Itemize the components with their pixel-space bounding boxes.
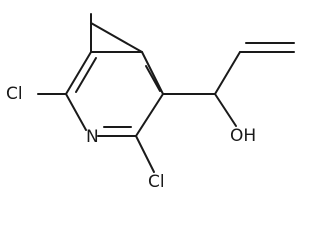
ring-bond-c5-c6 xyxy=(135,93,164,137)
chemical-structure-diagram: Cl N Cl OH xyxy=(6,13,295,192)
chlorine-right-bond xyxy=(135,135,155,173)
chlorine-right-label: Cl xyxy=(148,172,165,192)
side-chain-bond-oh xyxy=(214,93,237,127)
chlorine-left-label: Cl xyxy=(6,84,23,104)
ring-bond-c2-c3 xyxy=(65,51,92,95)
ring-bond-c4-c5-inner xyxy=(145,65,161,92)
vinyl-single-bond xyxy=(214,51,241,95)
nitrogen-label: N xyxy=(86,127,99,147)
ring-bond-n-c2 xyxy=(65,93,87,131)
ring-bond-c2-c3-inner xyxy=(75,57,97,93)
ring-bond-c3-c4 xyxy=(90,22,143,53)
ring-bond-c4-c5 xyxy=(141,51,164,95)
hydroxyl-label: OH xyxy=(230,126,256,146)
